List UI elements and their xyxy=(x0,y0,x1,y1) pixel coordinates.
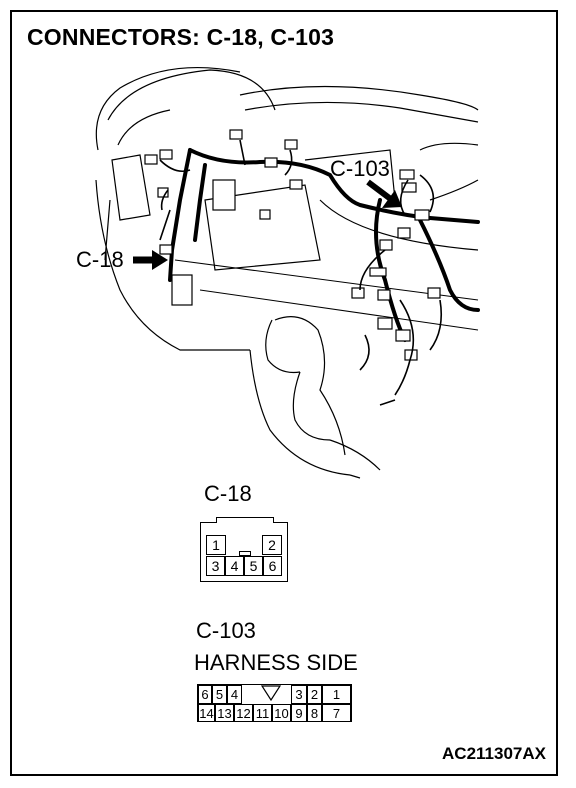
c18-pin: 2 xyxy=(262,535,282,555)
c103-connector: 6 5 4 3 2 1 14 13 12 11 10 9 8 7 xyxy=(197,684,352,722)
c103-pin: 7 xyxy=(322,704,351,722)
c103-key-gap xyxy=(242,685,291,704)
c18-pin: 1 xyxy=(206,535,226,555)
c103-pin: 12 xyxy=(234,704,253,722)
c103-label: C-103 xyxy=(196,618,256,643)
c18-pin-blank xyxy=(246,535,262,555)
harness-main xyxy=(168,148,480,342)
c103-pin: 10 xyxy=(272,704,291,722)
c103-pin: 11 xyxy=(253,704,272,722)
callout-c103: C-103 xyxy=(330,156,390,181)
c18-pin: 5 xyxy=(244,556,263,576)
c103-sublabel: HARNESS SIDE xyxy=(194,650,358,675)
small-connectors xyxy=(144,129,441,361)
c103-pin: 14 xyxy=(198,704,215,722)
c103-pin: 9 xyxy=(291,704,307,722)
dashboard-outline xyxy=(95,66,479,479)
c18-pin-blank xyxy=(226,535,246,555)
reference-code: AC211307AX xyxy=(442,744,546,763)
c18-label: C-18 xyxy=(204,481,252,506)
c18-pin: 4 xyxy=(225,556,244,576)
callout-c18: C-18 xyxy=(76,247,124,272)
c103-pin: 13 xyxy=(215,704,234,722)
c18-lock-tab xyxy=(216,517,274,523)
c18-connector: 1 2 3 4 5 6 xyxy=(200,517,288,582)
c18-arrow xyxy=(133,250,168,270)
c18-pin: 6 xyxy=(263,556,282,576)
c103-arrow xyxy=(366,179,402,208)
c18-key xyxy=(239,551,251,556)
page-title: CONNECTORS: C-18, C-103 xyxy=(27,24,335,50)
diagram-frame xyxy=(10,10,558,776)
c103-pin: 6 xyxy=(198,685,212,704)
c103-pin: 1 xyxy=(322,685,351,704)
c18-pin: 3 xyxy=(206,556,225,576)
c103-pin: 2 xyxy=(307,685,322,704)
c103-key-triangle xyxy=(260,685,282,702)
c103-pin: 4 xyxy=(227,685,242,704)
c103-pin: 3 xyxy=(291,685,307,704)
c103-pin: 5 xyxy=(212,685,227,704)
thin-wires xyxy=(159,139,443,406)
c103-pin: 8 xyxy=(307,704,322,722)
